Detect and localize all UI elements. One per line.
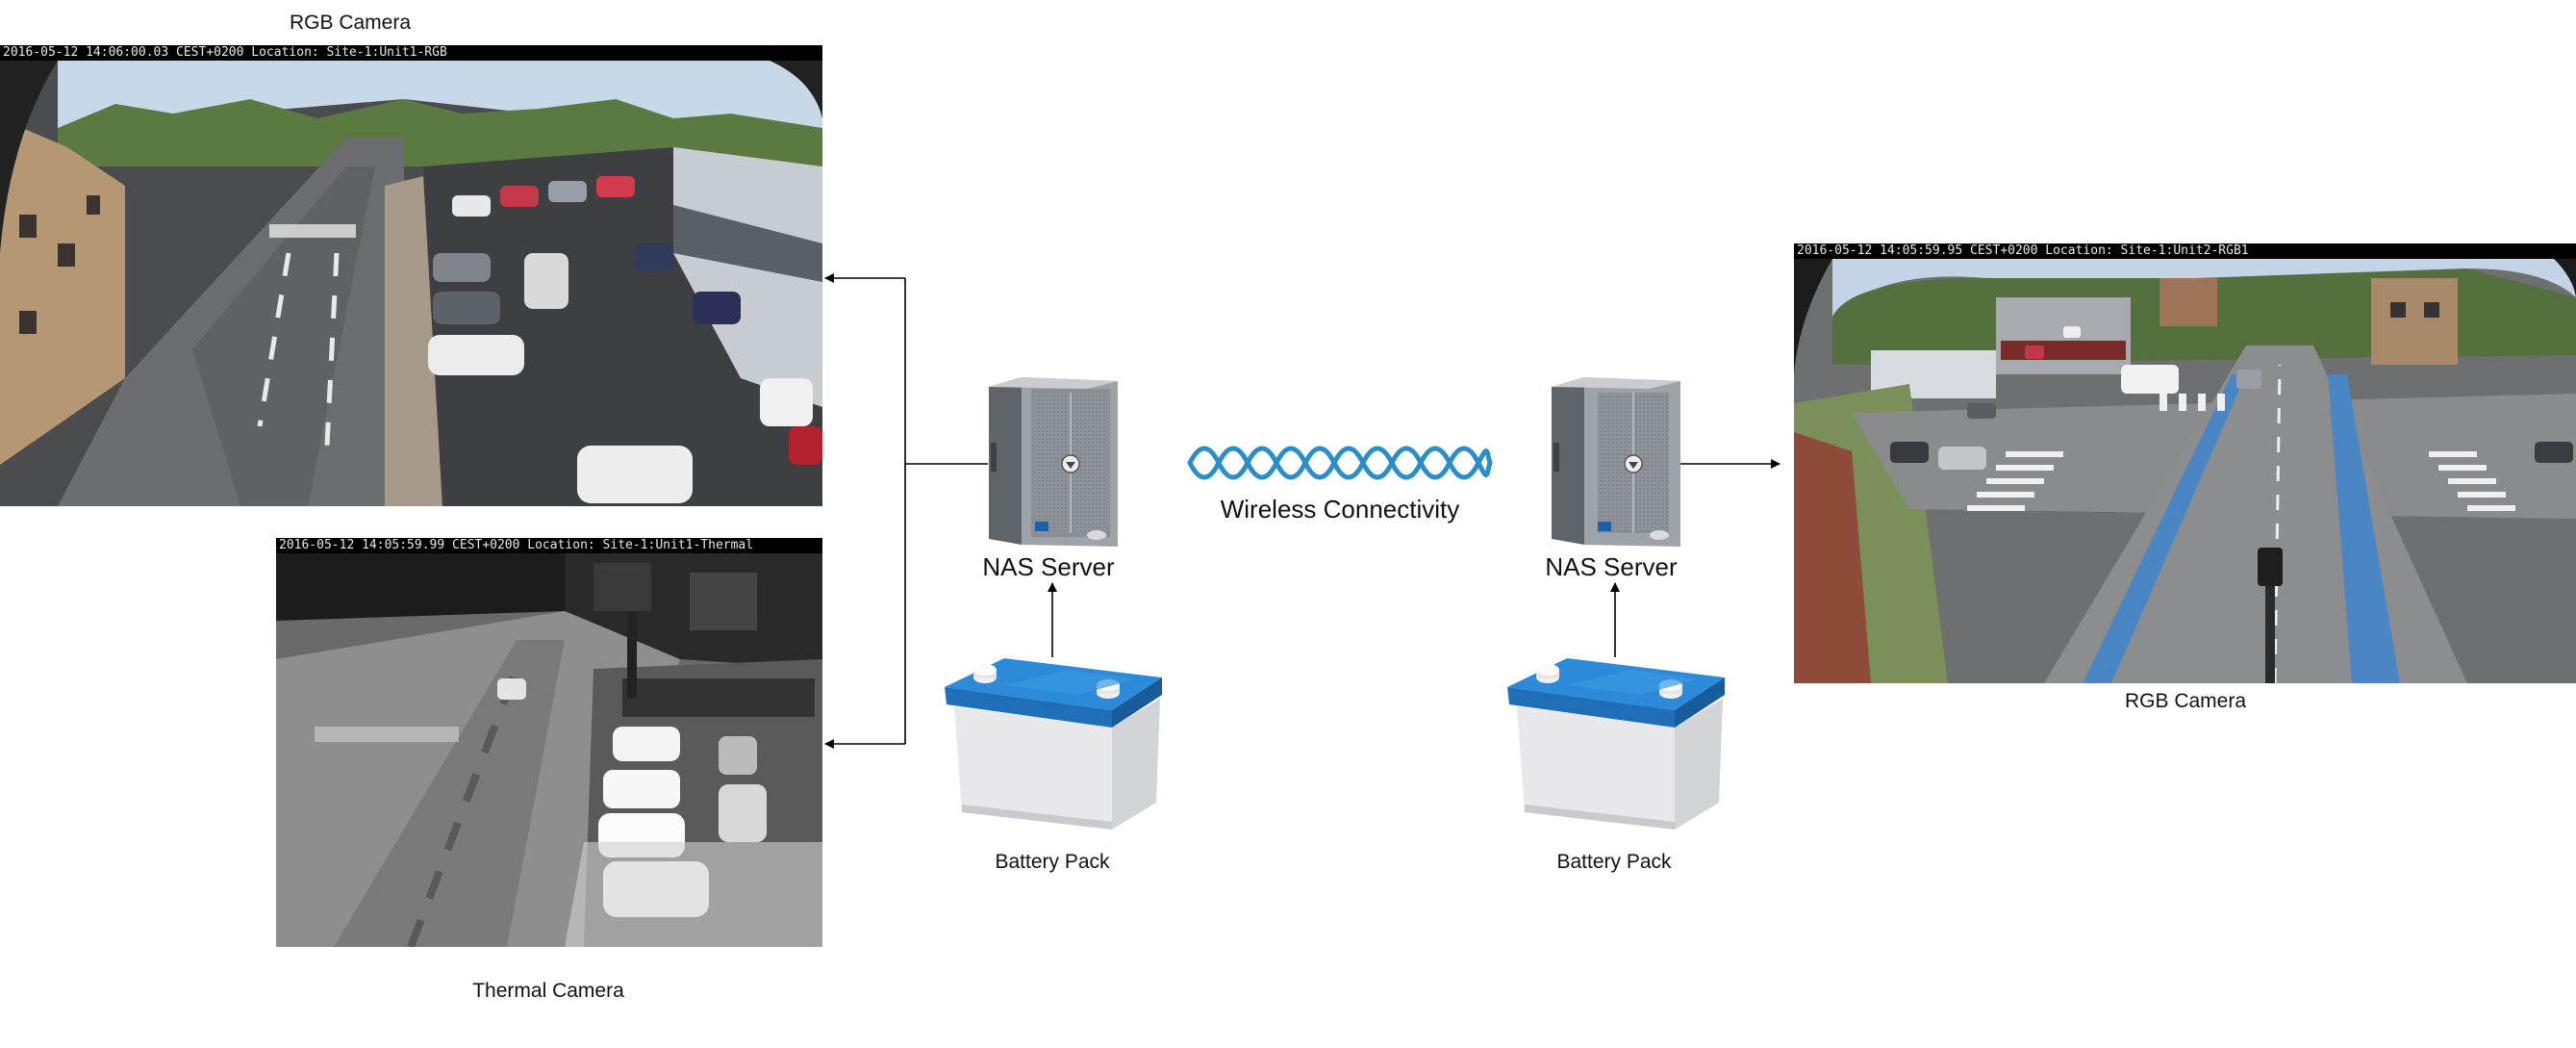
wireless-signal-icon [1187,446,1493,480]
battery-pack-2-label: Battery Pack [1556,851,1672,873]
thermal-camera-label: Thermal Camera [472,980,624,1002]
wireless-wave [1186,441,1494,485]
rgb-camera-1-feed: 2016-05-12 14:06:00.03 CEST+0200 Locatio… [0,45,822,506]
server-tower-icon [989,377,1118,547]
rgb-camera-2-label: RGB Camera [2124,690,2247,712]
battery-pack-2 [1505,651,1727,833]
thermal-camera-feed: 2016-05-12 14:05:59.99 CEST+0200 Locatio… [276,538,822,947]
nas-server-2 [1546,375,1686,549]
thermal-camera-timestamp: 2016-05-12 14:05:59.99 CEST+0200 Locatio… [276,538,822,553]
rgb-camera-1-timestamp: 2016-05-12 14:06:00.03 CEST+0200 Locatio… [0,45,822,61]
battery-icon [1507,658,1725,830]
nas-server-1 [983,375,1124,549]
battery-pack-1-label: Battery Pack [995,851,1110,873]
rgb-camera-2-timestamp: 2016-05-12 14:05:59.95 CEST+0200 Locatio… [1794,243,2576,259]
nas-server-1-label: NAS Server [982,552,1115,581]
wireless-connectivity-label: Wireless Connectivity [1220,495,1460,524]
nas-server-2-label: NAS Server [1545,552,1678,581]
rgb-camera-1-label: RGB Camera [289,12,412,34]
battery-pack-1 [943,651,1164,833]
battery-icon [945,658,1162,830]
server-tower-icon [1552,377,1680,547]
rgb-camera-2-feed: 2016-05-12 14:05:59.95 CEST+0200 Locatio… [1794,243,2576,683]
